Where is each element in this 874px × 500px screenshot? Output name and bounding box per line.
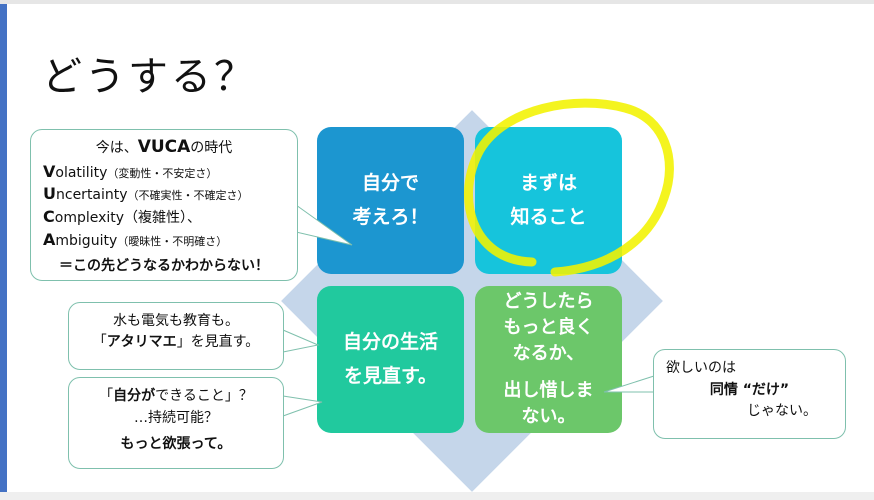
slide-bottom-border [0, 492, 874, 500]
callout-taken-for-granted: 水も電気も教育も。 「アタリマエ」を見直す。 [68, 302, 284, 370]
vuca-acronym: VUCA [137, 137, 191, 157]
tile-text-line: まずは [519, 172, 577, 195]
bracket-open: 「 [99, 388, 114, 404]
tile-text-line: 考えろ！ [352, 205, 429, 228]
vuca-initial: A [43, 230, 56, 250]
tile-text-line: 出し惜しま [503, 379, 594, 401]
vuca-note: （複雑性）、 [124, 210, 202, 227]
bracket-open: 「 [92, 334, 107, 350]
tile-think-yourself: 自分で 考えろ！ [317, 127, 464, 274]
vuca-word: mbiguity [55, 233, 118, 250]
vuca-note: （曖昧性・不明確さ） [117, 235, 228, 249]
callout-what-i-can-do: 「自分ができること」？ …持続可能？ もっと欲張って。 [68, 377, 284, 469]
tile-text-line: 知ること [510, 205, 587, 228]
vuca-initial: U [43, 184, 56, 204]
vuca-row-ambiguity: Ambiguity（曖昧性・不明確さ） [43, 229, 285, 252]
tile-review-life: 自分の生活 を見直す。 [317, 286, 464, 433]
callout-line: 水も電気も教育も。 [113, 313, 239, 329]
vuca-word: omplexity [54, 210, 125, 227]
callout-line: じゃない。 [747, 403, 817, 420]
callout-line: もっと欲張って。 [120, 436, 232, 453]
slide-top-border [0, 0, 874, 4]
vuca-heading: 今は、VUCAの時代 [43, 135, 285, 161]
tile-text-line: どうしたら [503, 291, 594, 313]
callout-line: 「アタリマエ」を見直す。 [79, 332, 273, 353]
slide-accent-bar [0, 4, 7, 492]
vuca-heading-prefix: 今は、 [95, 140, 138, 156]
emphasis-text: アタリマエ [106, 334, 177, 350]
tile-give-generously: どうしたら もっと良く なるか、 出し惜しま ない。 [475, 286, 622, 433]
vuca-note: （変動性・不安定さ） [107, 166, 218, 180]
callout-line: 「自分ができること」？ [79, 386, 273, 408]
vuca-conclusion: ＝この先どうなるかわからない！ [59, 258, 269, 274]
tile-text-line: 自分で [361, 172, 419, 195]
highlight-circle [464, 98, 674, 277]
vuca-initial: C [43, 207, 55, 227]
tile-text-line: 自分の生活 [342, 331, 438, 354]
tile-text-line: もっと良く [503, 317, 594, 339]
vuca-row-volatility: Volatility（変動性・不安定さ） [43, 161, 285, 184]
callout-line: 欲しいのは [666, 360, 736, 376]
vuca-word: olatility [55, 164, 108, 181]
slide-title: どうする？ [42, 54, 257, 100]
callout-line-rest: できること」？ [155, 388, 253, 404]
vuca-initial: V [43, 161, 56, 181]
tile-text-line: ない。 [521, 405, 576, 427]
callout-not-just-sympathy: 欲しいのは 同情 “だけ” じゃない。 [653, 349, 846, 439]
vuca-row-uncertainty: Uncertainty（不確実性・不確定さ） [43, 183, 285, 206]
vuca-note: （不確実性・不確定さ） [127, 189, 249, 203]
vuca-heading-suffix: の時代 [190, 140, 233, 156]
tile-text-line: なるか、 [512, 343, 585, 365]
vuca-word: ncertainty [56, 187, 128, 204]
tile-text-line: を見直す。 [343, 364, 438, 387]
emphasis-text: 自分が [113, 388, 156, 404]
vuca-row-complexity: Complexity（複雑性）、 [43, 206, 285, 229]
callout-line: 同情 “だけ” [709, 381, 790, 398]
callout-line: …持続可能？ [134, 409, 218, 426]
callout-line-rest: 」を見直す。 [176, 334, 260, 350]
callout-vuca: 今は、VUCAの時代 Volatility（変動性・不安定さ） Uncertai… [30, 129, 298, 281]
